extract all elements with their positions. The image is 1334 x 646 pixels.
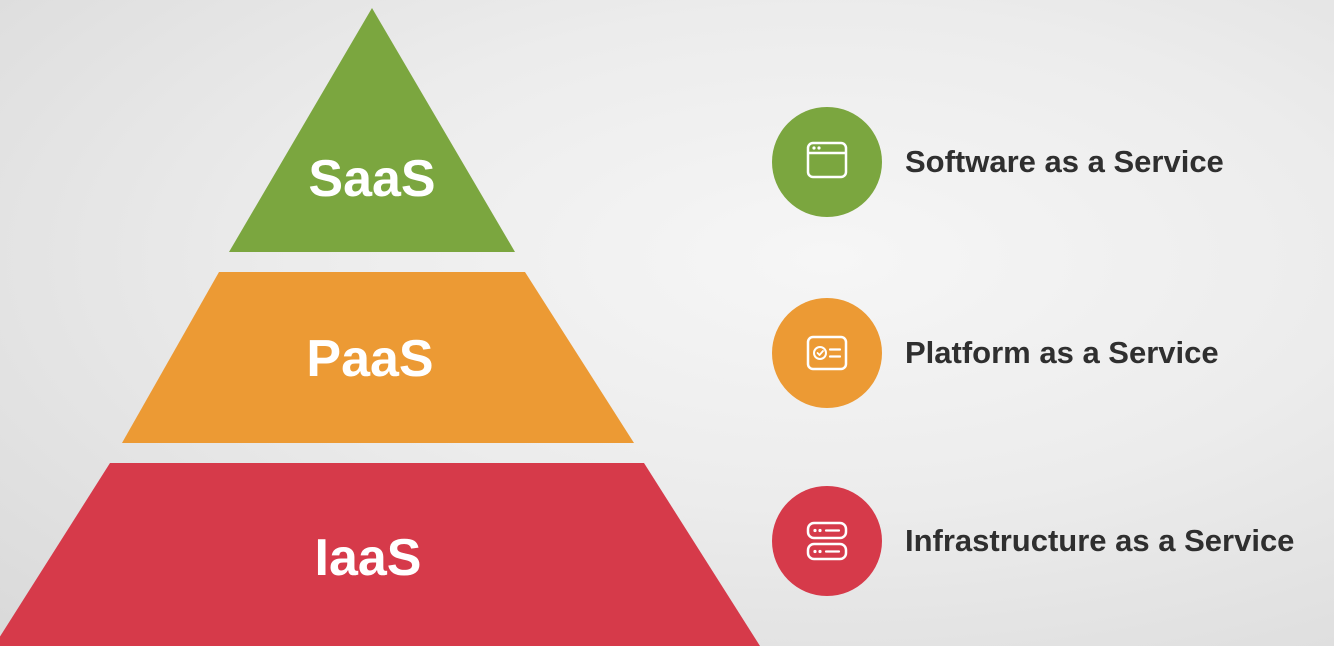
browser-window-icon <box>806 141 848 179</box>
platform-card-icon <box>806 335 848 371</box>
server-stack-icon <box>806 521 848 561</box>
paas-tier <box>122 272 634 443</box>
paas-description: Platform as a Service <box>905 335 1219 370</box>
iaas-description: Infrastructure as a Service <box>905 523 1295 558</box>
legend-item-paas: Platform as a Service <box>772 297 1219 409</box>
saas-description: Software as a Service <box>905 144 1224 179</box>
legend-item-saas: Software as a Service <box>772 106 1224 218</box>
legend-item-iaas: Infrastructure as a Service <box>772 485 1294 597</box>
iaas-tier-label: IaaS <box>315 529 422 587</box>
saas-icon-circle <box>772 107 882 217</box>
iaas-tier <box>0 463 760 646</box>
paas-tier-label: PaaS <box>306 330 433 388</box>
iaas-icon-circle <box>772 486 882 596</box>
saas-tier-label: SaaS <box>308 150 435 208</box>
paas-icon-circle <box>772 298 882 408</box>
saas-tier <box>229 8 515 252</box>
